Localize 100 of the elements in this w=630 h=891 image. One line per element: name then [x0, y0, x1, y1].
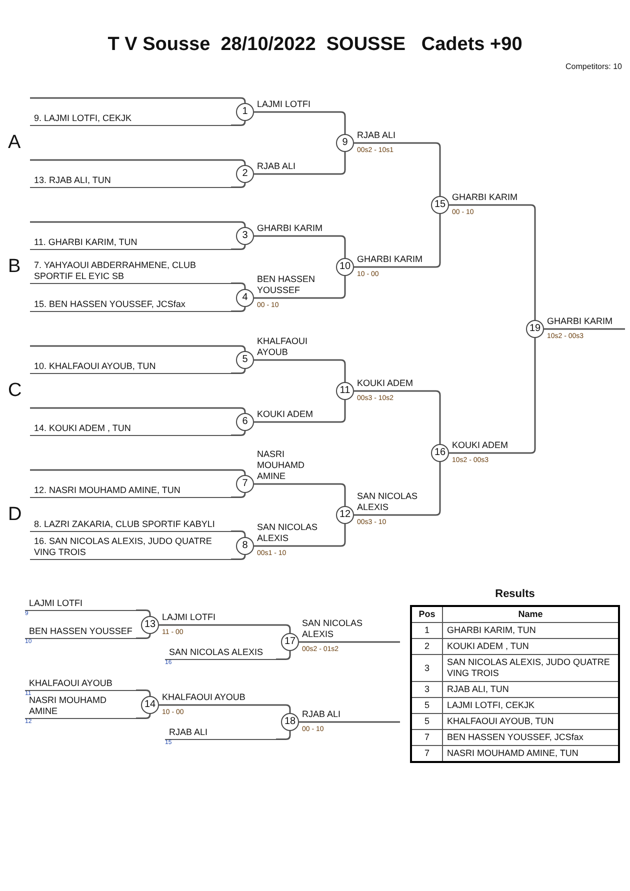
- position-number: 3: [411, 654, 442, 682]
- winner-name: KOUKI ADEM: [452, 440, 510, 451]
- position-number: 2: [411, 638, 442, 654]
- title: T V Sousse 28/10/2022 SOUSSE Cadets +90: [106, 34, 524, 56]
- bracket-line: [30, 345, 246, 352]
- winner-name: LAJMI LOTFI: [162, 612, 217, 623]
- bracket-line: [254, 235, 346, 258]
- winner-name: GHARBI KARIM: [357, 254, 424, 265]
- match-number: 13: [143, 618, 157, 632]
- pool-letter: D: [8, 504, 22, 526]
- competitor-name: 16. SAN NICOLAS ALEXIS, JUDO QUATRE VING TROIS: [34, 536, 213, 558]
- bracket-line: [254, 359, 346, 382]
- competitor-name: 14. KOUKI ADEM , TUN: [34, 423, 132, 434]
- bracket-line: [544, 328, 625, 330]
- bracket-line: [299, 641, 400, 643]
- competitor-name: 13. RJAB ALI, TUN: [34, 175, 112, 186]
- match-number: 6: [241, 415, 249, 429]
- bracket-line: [254, 152, 346, 175]
- entry-line: [30, 361, 231, 374]
- winner-name: LAJMI LOTFI: [257, 99, 312, 110]
- match-number: 11: [338, 384, 352, 398]
- position-number: 1: [411, 622, 442, 638]
- bracket-line: [254, 483, 346, 506]
- winner-name: KOUKI ADEM: [357, 378, 414, 389]
- bracket-line: [254, 400, 346, 423]
- bracket-line: [254, 111, 346, 134]
- bracket-line: [231, 554, 246, 560]
- bracket-line: [30, 97, 246, 104]
- winner-name: RJAB ALI: [357, 130, 397, 141]
- match-number: 7: [241, 477, 249, 491]
- entry-line: [30, 299, 231, 312]
- pool-letter: C: [8, 380, 22, 402]
- winner-name: NASRI MOUHAMD AMINE: [257, 449, 306, 482]
- bracket-line: [30, 407, 246, 414]
- bracket-line: [254, 524, 346, 547]
- match-number: 17: [283, 635, 297, 649]
- winner-name: BEN HASSEN YOUSSEF: [257, 274, 316, 296]
- winner-name: KOUKI ADEM: [257, 409, 314, 420]
- bracket-line: [449, 338, 536, 454]
- competitor-name: 11. GHARBI KARIM, TUN: [34, 237, 138, 248]
- entry-line: [30, 175, 231, 188]
- competitor-name: BEN HASSEN YOUSSEF: [29, 626, 134, 637]
- position-number: 5: [411, 698, 442, 714]
- bracket-line: [299, 721, 400, 723]
- match-number: 2: [241, 167, 249, 181]
- match-number: 16: [433, 446, 447, 460]
- competitor-name: 9. LAJMI LOTFI, CEKJK: [34, 113, 133, 124]
- bracket-line: [30, 159, 246, 166]
- competitor-name: RJAB ALI: [169, 727, 209, 738]
- competitor-count: Competitors: 10: [566, 62, 622, 71]
- match-number: 12: [338, 508, 352, 522]
- winner-name: SAN NICOLAS ALEXIS: [257, 522, 319, 544]
- pool-letter: A: [8, 132, 21, 154]
- entry-line: [30, 260, 231, 284]
- competitor-name: 10. KHALFAOUI AYOUB, TUN: [34, 361, 157, 372]
- bracket-line: [159, 704, 291, 713]
- entry-line: [30, 113, 231, 126]
- competitor-name: 7. YAHYAOUI ABDERRAHMENE, CLUB SPORTIF EL EYIC SB: [34, 260, 198, 282]
- match-number: 9: [341, 136, 349, 150]
- bracket-line: [231, 368, 246, 374]
- pool-letter: B: [8, 256, 21, 278]
- bracket-line: [231, 182, 246, 188]
- bracket-line: [231, 430, 246, 436]
- match-number: 5: [241, 353, 249, 367]
- competitor-name: 12. NASRI MOUHAMD AMINE, TUN: [34, 485, 182, 496]
- bracket-line: [136, 690, 151, 696]
- bracket-line: [276, 731, 291, 740]
- match-number: 1: [241, 105, 249, 119]
- winner-name: GHARBI KARIM: [547, 316, 614, 327]
- position-number: 5: [411, 714, 442, 730]
- bracket-line: [136, 634, 151, 639]
- table-title: Results: [494, 588, 536, 600]
- winner-name: RJAB ALI: [302, 709, 342, 720]
- bracket-line: [449, 204, 536, 320]
- competitor-name: KHALFAOUI AYOUB: [29, 678, 114, 689]
- entry-line: [30, 423, 231, 436]
- bracket-line: [276, 651, 291, 660]
- competitor-name: LAJMI LOTFI: [29, 598, 84, 609]
- match-number: 3: [241, 229, 249, 243]
- match-number: 10: [338, 260, 352, 274]
- bracket-line: [136, 714, 151, 719]
- winner-name: RJAB ALI: [257, 161, 297, 172]
- winner-name: GHARBI KARIM: [452, 192, 519, 203]
- bracket-line: [231, 492, 246, 498]
- bracket-line: [354, 390, 441, 444]
- entry-line: [30, 536, 231, 560]
- winner-name: GHARBI KARIM: [257, 223, 324, 234]
- column-header: Pos: [411, 606, 442, 622]
- bracket-line: [231, 120, 246, 126]
- competitor-name: SAN NICOLAS ALEXIS: [169, 647, 264, 658]
- entry-line: [30, 237, 231, 250]
- bracket-line: [231, 244, 246, 250]
- bracket-line: [30, 469, 246, 476]
- competitor-name: 8. LAZRI ZAKARIA, CLUB SPORTIF KABYLI: [34, 519, 216, 530]
- match-number: 4: [241, 291, 249, 305]
- bracket-line: [354, 214, 441, 268]
- bracket-line: [254, 276, 346, 299]
- bracket-line: [354, 142, 441, 196]
- winner-name: SAN NICOLAS ALEXIS: [357, 491, 419, 513]
- entry-line: [30, 519, 231, 532]
